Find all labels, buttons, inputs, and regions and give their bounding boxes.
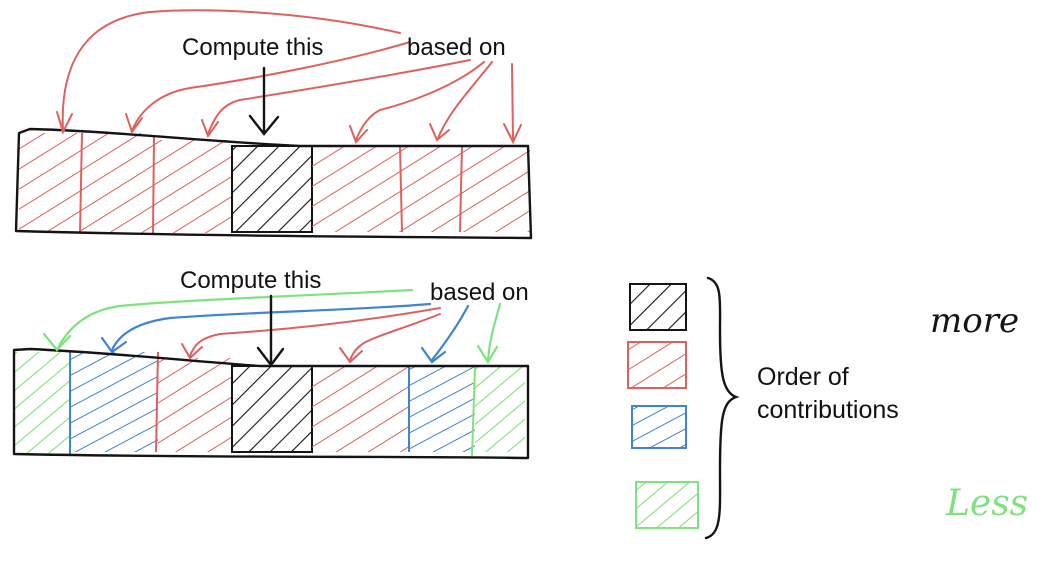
bottom-context-cells — [14, 352, 525, 454]
legend-label-line-1: Order of — [757, 363, 849, 391]
top-dividers — [79, 132, 463, 234]
bottom-cell-red-1 — [158, 358, 232, 452]
less-label: Less — [945, 483, 1028, 524]
bottom-target-arrow — [256, 294, 285, 367]
top-compute-label: Compute this — [182, 34, 323, 61]
top-based-on-label: based on — [407, 34, 506, 61]
top-context-cells — [19, 133, 530, 233]
legend-brace — [704, 276, 740, 540]
top-diagram: Compute this based on — [14, 9, 533, 240]
top-target-arrow — [248, 66, 280, 136]
legend-swatch-green — [635, 481, 699, 529]
more-label: more — [930, 301, 1019, 341]
bottom-dividers — [69, 351, 476, 457]
bottom-tape-outline — [12, 347, 530, 460]
legend: Order of contributions more Less — [627, 276, 1028, 540]
top-cell-red-2 — [82, 133, 154, 233]
bottom-green-arrows — [42, 288, 502, 365]
bottom-based-on-label: based on — [430, 279, 529, 306]
top-cell-red-5 — [400, 146, 462, 232]
legend-swatch-red — [627, 341, 687, 389]
top-tape-outline — [14, 127, 533, 240]
top-cell-target — [231, 145, 313, 233]
bottom-cell-blue-1 — [70, 352, 158, 452]
top-cell-red-3 — [154, 140, 232, 233]
top-cell-red-6 — [462, 146, 530, 232]
bottom-cell-blue-2 — [409, 366, 475, 452]
bottom-cell-target — [231, 365, 313, 453]
bottom-blue-arrows — [100, 302, 470, 364]
bottom-compute-label: Compute this — [180, 267, 321, 294]
bottom-diagram: Compute this based on — [12, 267, 530, 460]
legend-label-line-2: contributions — [757, 396, 899, 424]
bottom-cell-red-2 — [312, 366, 409, 452]
legend-swatch-blue — [631, 405, 687, 449]
top-cell-red-4 — [312, 146, 400, 232]
top-dependency-arrows — [56, 9, 522, 145]
legend-swatch-black — [629, 283, 687, 331]
bottom-red-arrows — [181, 307, 441, 364]
top-cell-red-1 — [19, 133, 82, 233]
bottom-cell-green-2 — [475, 366, 525, 452]
bottom-cell-green-1 — [14, 352, 70, 454]
